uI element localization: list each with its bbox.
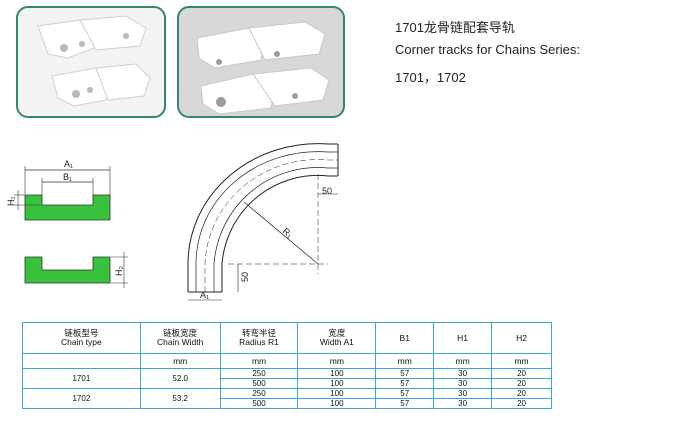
b1-label: B₁ bbox=[63, 172, 72, 182]
h2-cell: 20 bbox=[491, 388, 552, 399]
width-cell: 100 bbox=[297, 368, 377, 379]
width-cell: 100 bbox=[297, 378, 377, 389]
title-chinese: 1701龙骨链配套导轨 bbox=[395, 20, 515, 35]
h1-cell: 30 bbox=[433, 388, 493, 399]
chain-links-image-2 bbox=[196, 21, 330, 115]
unit-cell: mm bbox=[433, 353, 493, 369]
title-english: Corner tracks for Chains Series: bbox=[395, 42, 580, 57]
dimension-50-side: 50 bbox=[240, 272, 250, 282]
h2-cell: 20 bbox=[491, 368, 552, 379]
unit-cell: mm bbox=[297, 353, 377, 369]
r1-label: R₁ bbox=[281, 226, 295, 240]
unit-cell: mm bbox=[139, 353, 221, 369]
radius-cell: 500 bbox=[219, 398, 299, 409]
table-row: 500 100 57 30 20 bbox=[23, 398, 552, 409]
width-cell: 100 bbox=[297, 388, 377, 399]
unit-cell: mm bbox=[491, 353, 552, 369]
corner-track-drawing: R₁ 50 50 A₁ bbox=[187, 143, 339, 301]
h1-cell: 30 bbox=[433, 398, 493, 409]
h2-cell: 20 bbox=[491, 398, 552, 409]
unit-cell: mm bbox=[219, 353, 299, 369]
profile-top: A₁ B₁ H₁ bbox=[6, 160, 111, 221]
header-h1: H1 bbox=[433, 322, 493, 354]
unit-cell bbox=[22, 353, 141, 369]
product-photo-2 bbox=[177, 6, 345, 118]
dimension-50-top: 50 bbox=[322, 186, 332, 196]
table-row: 1701 52.0 250 100 57 30 20 bbox=[22, 368, 552, 389]
table-units-row: mm mm mm mm mm mm bbox=[22, 353, 552, 369]
chain-width-cell: 52.0 bbox=[139, 368, 221, 389]
header-b1: B1 bbox=[375, 322, 435, 354]
chain-series: 1701，1702 bbox=[395, 70, 466, 85]
b1-cell: 57 bbox=[375, 388, 435, 399]
track-profile-drawings: A₁ B₁ H₁ H₂ bbox=[6, 160, 128, 288]
width-cell: 100 bbox=[297, 398, 377, 409]
radius-cell: 250 bbox=[219, 368, 299, 379]
b1-cell: 57 bbox=[375, 368, 435, 379]
chain-type-cell: 1701 bbox=[22, 368, 141, 389]
product-photo-1 bbox=[16, 6, 166, 118]
a1-label-top: A₁ bbox=[64, 160, 73, 169]
b1-cell: 57 bbox=[375, 378, 435, 389]
profile-bottom: H₂ bbox=[24, 252, 128, 288]
header-h2: H2 bbox=[491, 322, 552, 354]
h2-cell: 20 bbox=[491, 378, 552, 389]
h1-label-top: H₁ bbox=[6, 196, 16, 206]
h1-cell: 30 bbox=[433, 378, 493, 389]
h2-label: H₂ bbox=[114, 266, 124, 276]
table-row: 1702 53.2 250 100 57 30 20 bbox=[22, 388, 552, 409]
h1-cell: 30 bbox=[433, 368, 493, 379]
unit-cell: mm bbox=[375, 353, 435, 369]
chain-width-cell: 53.2 bbox=[139, 388, 221, 409]
radius-cell: 250 bbox=[219, 388, 299, 399]
a1-label-corner: A₁ bbox=[200, 290, 209, 300]
chain-links-image-1 bbox=[37, 15, 151, 107]
radius-cell: 500 bbox=[219, 378, 299, 389]
chain-type-cell: 1702 bbox=[22, 388, 141, 409]
b1-cell: 57 bbox=[375, 398, 435, 409]
